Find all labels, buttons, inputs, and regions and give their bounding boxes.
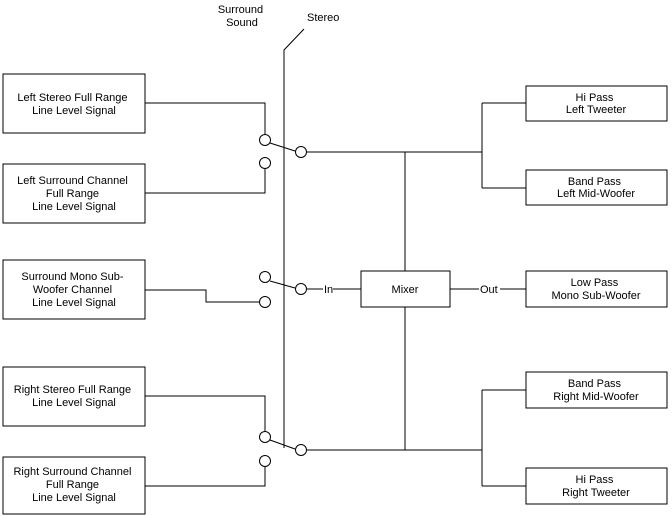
output-band-pass-left-box: Band Pass Left Mid-Woofer — [525, 169, 668, 206]
branch-left-outputs — [481, 102, 526, 189]
switch-right-surround-terminal — [259, 455, 271, 467]
surround-sound-label: Surround Sound — [218, 4, 266, 29]
svg-text:Left Surround Channel Fu: Left Surround Channel Full Range Line Le… — [17, 175, 131, 213]
wire-left-stereo — [145, 102, 266, 134]
stereo-label: Stereo — [307, 12, 339, 24]
switch-mono-upper-terminal — [259, 271, 271, 283]
switch-left-blade — [269, 142, 296, 152]
switch-left-common-terminal — [295, 146, 307, 158]
input-left-stereo-box: Left Stereo Full Range Line Level Signal — [2, 73, 146, 134]
output-hi-pass-left-box: Hi Pass Left Tweeter — [525, 85, 668, 122]
output-hi-pass-right-box: Hi Pass Right Tweeter — [525, 467, 668, 505]
input-mono-sub-box: Surround Mono Sub- Woofer Channel Line L… — [2, 259, 146, 320]
input-right-surround-box: Right Surround Channel Full Range Line L… — [2, 456, 146, 515]
switch-mono-sub-terminal — [259, 296, 271, 308]
svg-text:Band Pass Left Mid-Woofe: Band Pass Left Mid-Woofer — [557, 176, 635, 200]
svg-text:Mixer: Mixer — [392, 284, 419, 296]
switch-mono-common-terminal — [295, 283, 307, 295]
switch-right-blade — [269, 439, 296, 450]
switch-left-stereo-terminal — [259, 134, 271, 146]
mixer-in-label: In — [324, 284, 333, 296]
output-low-pass-mono-box: Low Pass Mono Sub-Woofer — [525, 270, 668, 308]
branch-right-outputs — [481, 389, 526, 487]
wire-mono-sub — [145, 289, 259, 303]
input-right-stereo-box: Right Stereo Full Range Line Level Signa… — [2, 366, 146, 427]
svg-text:Surround Mono Sub- Woofe: Surround Mono Sub- Woofer Channel Line L… — [21, 271, 126, 309]
switch-mono-blade — [269, 280, 296, 289]
wire-right-stereo — [145, 395, 266, 431]
wire-left-surround — [145, 169, 266, 194]
svg-text:Low Pass Mono Sub-Woofer: Low Pass Mono Sub-Woofer — [551, 277, 640, 302]
switch-actuator-leader — [283, 28, 305, 100]
svg-text:Right Stereo Full Range: Right Stereo Full Range Line Level Signa… — [14, 384, 134, 409]
mixer-out-label: Out — [480, 284, 498, 296]
wire-right-surround — [145, 467, 266, 487]
svg-text:Band Pass Right Mid-Woof: Band Pass Right Mid-Woofer — [553, 378, 639, 403]
svg-text:Hi Pass Left Tweeter: Hi Pass Left Tweeter — [566, 92, 627, 116]
switch-right-common-terminal — [295, 444, 307, 456]
mixer-box: Mixer — [360, 270, 451, 308]
input-left-surround-box: Left Surround Channel Full Range Line Le… — [2, 163, 146, 224]
switch-right-stereo-terminal — [259, 431, 271, 443]
output-band-pass-right-box: Band Pass Right Mid-Woofer — [525, 371, 668, 409]
svg-text:Hi Pass Right Tweeter: Hi Pass Right Tweeter — [562, 474, 630, 499]
svg-text:Right Surround Channel F: Right Surround Channel Full Range Line L… — [13, 466, 134, 504]
svg-text:Left Stereo Full Range L: Left Stereo Full Range Line Level Signal — [17, 92, 130, 117]
switch-left-surround-terminal — [259, 157, 271, 169]
